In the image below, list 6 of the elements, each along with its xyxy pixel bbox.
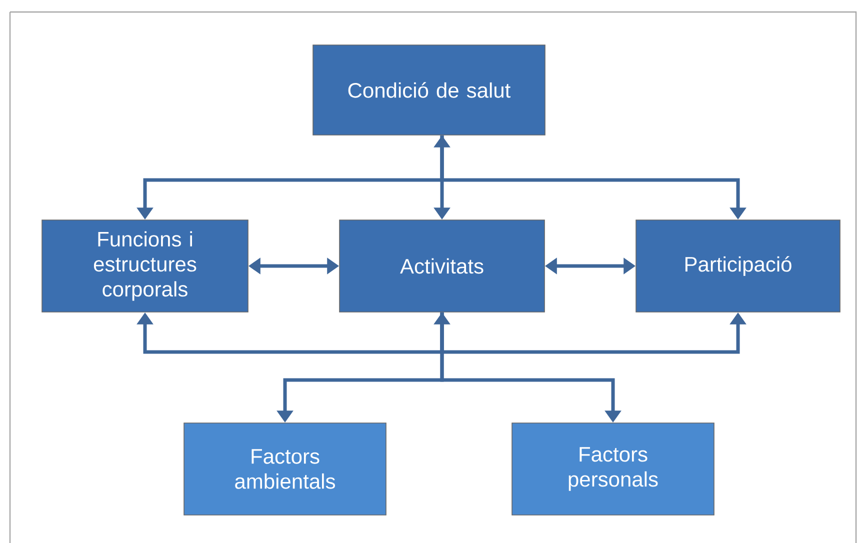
process-box: Activitats — [339, 220, 545, 312]
process-box: Condició de salut — [312, 44, 546, 136]
process-box: Funcions i estructures corporals — [42, 220, 248, 312]
process-box: Factors ambientals — [184, 422, 386, 516]
process-box: Factors personals — [512, 422, 714, 516]
process-box: Participació — [636, 220, 840, 312]
